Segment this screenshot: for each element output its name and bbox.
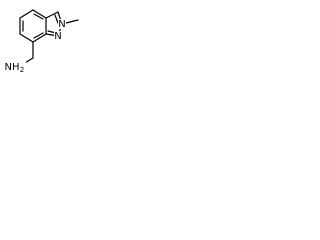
bond-double-c4-c3a	[33, 13, 44, 20]
bond-double-c3-n2	[54, 14, 59, 24]
atom-nh2-label: NH	[5, 62, 20, 73]
bond-c7-c6	[19, 33, 34, 43]
bond-c5-c4	[19, 9, 34, 19]
atom-nh2-subscript: 2	[20, 66, 24, 74]
atom-n1-label: N	[54, 31, 61, 42]
bond-c3a-c3	[45, 11, 59, 19]
bond-double-c7a-c7	[33, 32, 44, 39]
bond-c4-c3a	[32, 9, 47, 19]
n1-label-bg	[54, 31, 62, 41]
nh2-label-bg	[4, 61, 26, 72]
bond-c7a-c7	[32, 33, 47, 43]
atom-n2-label: N	[58, 19, 65, 30]
n2-label-bg	[58, 19, 66, 29]
molecule-structure-diagram: N N NH 2	[4, 9, 79, 74]
